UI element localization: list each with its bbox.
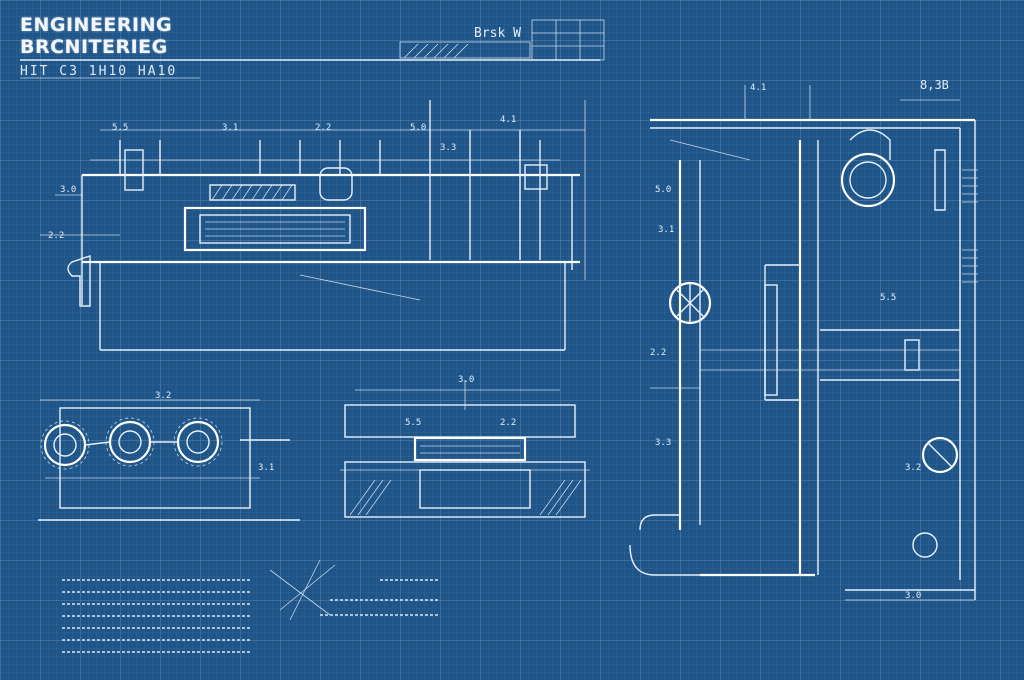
- top-right-reference: 8,3B: [920, 78, 949, 92]
- svg-text:3.3: 3.3: [655, 438, 671, 448]
- svg-text:3.1: 3.1: [658, 225, 674, 235]
- svg-text:2.2: 2.2: [315, 123, 331, 133]
- right-assembly: 5.0 3.1 2.2 3.3 4.1 3.2 3.0 5.5: [629, 83, 978, 601]
- top-left-assembly: 5.5 3.1 2.2 5.0 4.1 3.0 2.2 3.3: [40, 100, 586, 351]
- sheet-title-line-1: ENGINEERING: [20, 14, 173, 36]
- sketch-detail: [269, 559, 336, 621]
- section-view: 3.0 5.5 2.2: [340, 375, 590, 518]
- svg-text:3.1: 3.1: [258, 463, 274, 473]
- title-block: [20, 19, 605, 79]
- sheet-title-line-2: BRCNITERIEG: [20, 36, 168, 58]
- svg-text:3.2: 3.2: [155, 391, 171, 401]
- gear-assembly: 3.2 3.1: [38, 391, 300, 521]
- svg-text:4.1: 4.1: [750, 83, 766, 93]
- svg-text:5.5: 5.5: [405, 418, 421, 428]
- svg-text:5.5: 5.5: [880, 293, 896, 303]
- svg-text:5.5: 5.5: [112, 123, 128, 133]
- svg-text:3.0: 3.0: [905, 591, 921, 601]
- svg-text:3.0: 3.0: [458, 375, 474, 385]
- header-label: Brsk W: [474, 26, 521, 41]
- svg-text:5.0: 5.0: [655, 185, 671, 195]
- svg-text:2.2: 2.2: [500, 418, 516, 428]
- svg-text:3.1: 3.1: [222, 123, 238, 133]
- svg-text:3.2: 3.2: [905, 463, 921, 473]
- svg-text:4.1: 4.1: [500, 115, 516, 125]
- notes-block: [62, 579, 440, 653]
- svg-text:3.3: 3.3: [440, 143, 456, 153]
- svg-text:3.0: 3.0: [60, 185, 76, 195]
- svg-text:5.0: 5.0: [410, 123, 426, 133]
- svg-text:2.2: 2.2: [650, 348, 666, 358]
- svg-text:2.2: 2.2: [48, 231, 64, 241]
- sheet-subtitle: HIT C3 1H10 HA10: [20, 64, 178, 79]
